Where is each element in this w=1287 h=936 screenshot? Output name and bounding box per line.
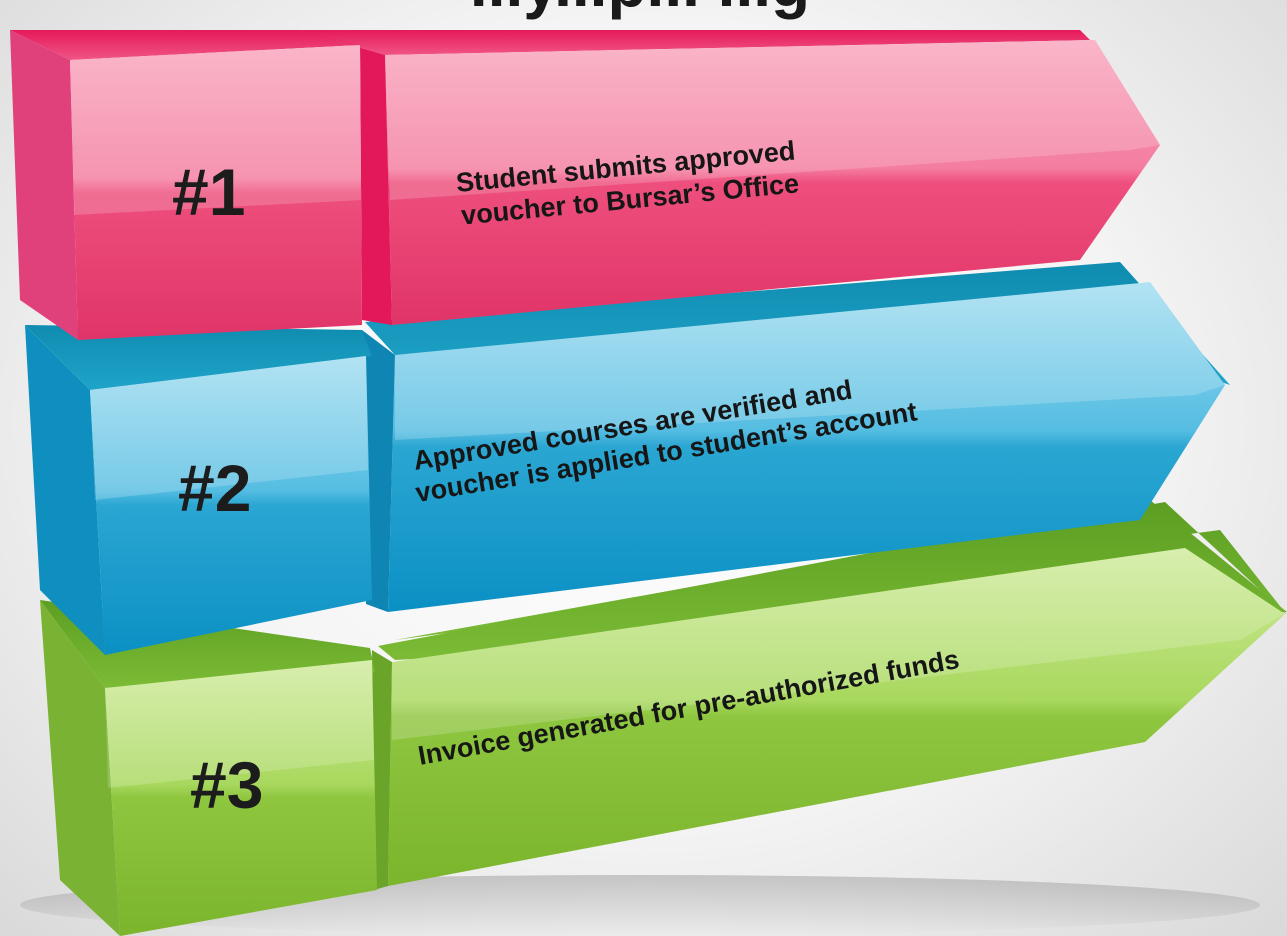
step-1: #1 Student submits approved voucher to B… <box>10 30 1160 340</box>
step-2-box-top <box>25 325 372 390</box>
step-3: #3 Invoice generated for pre-authorized … <box>40 500 1287 936</box>
step-3-arrow-highlight <box>392 548 1285 740</box>
step-2-box-highlight <box>90 356 368 500</box>
step-1-arrow-highlight <box>385 40 1160 200</box>
step-3-box-side <box>40 600 120 936</box>
step-1-box-side <box>10 30 78 340</box>
step-3-box-highlight <box>105 660 374 788</box>
step-2-arrow-highlight <box>395 282 1225 440</box>
step-2-box-front <box>90 356 372 655</box>
step-2-arrow-front <box>388 282 1225 612</box>
step-3-arrow-front <box>388 548 1285 886</box>
step-1-arrow-front <box>385 40 1160 325</box>
step-2: #2 Approved courses are verified and vou… <box>25 262 1230 655</box>
step-3-number: #3 <box>190 748 263 822</box>
step-1-box-front <box>70 45 362 340</box>
page-title: ...y...p... ...g <box>470 0 810 20</box>
step-1-arrow-top <box>300 30 1090 55</box>
step-1-box-highlight <box>70 45 361 215</box>
step-2-box-side <box>25 325 105 655</box>
step-2-number: #2 <box>178 451 251 525</box>
step-3-arrow-edge <box>372 650 392 890</box>
step-1-box-top <box>10 30 360 60</box>
step-1-number: #1 <box>172 155 245 229</box>
step-1-arrow-edge <box>300 30 392 325</box>
step-3-box-front <box>105 660 377 936</box>
